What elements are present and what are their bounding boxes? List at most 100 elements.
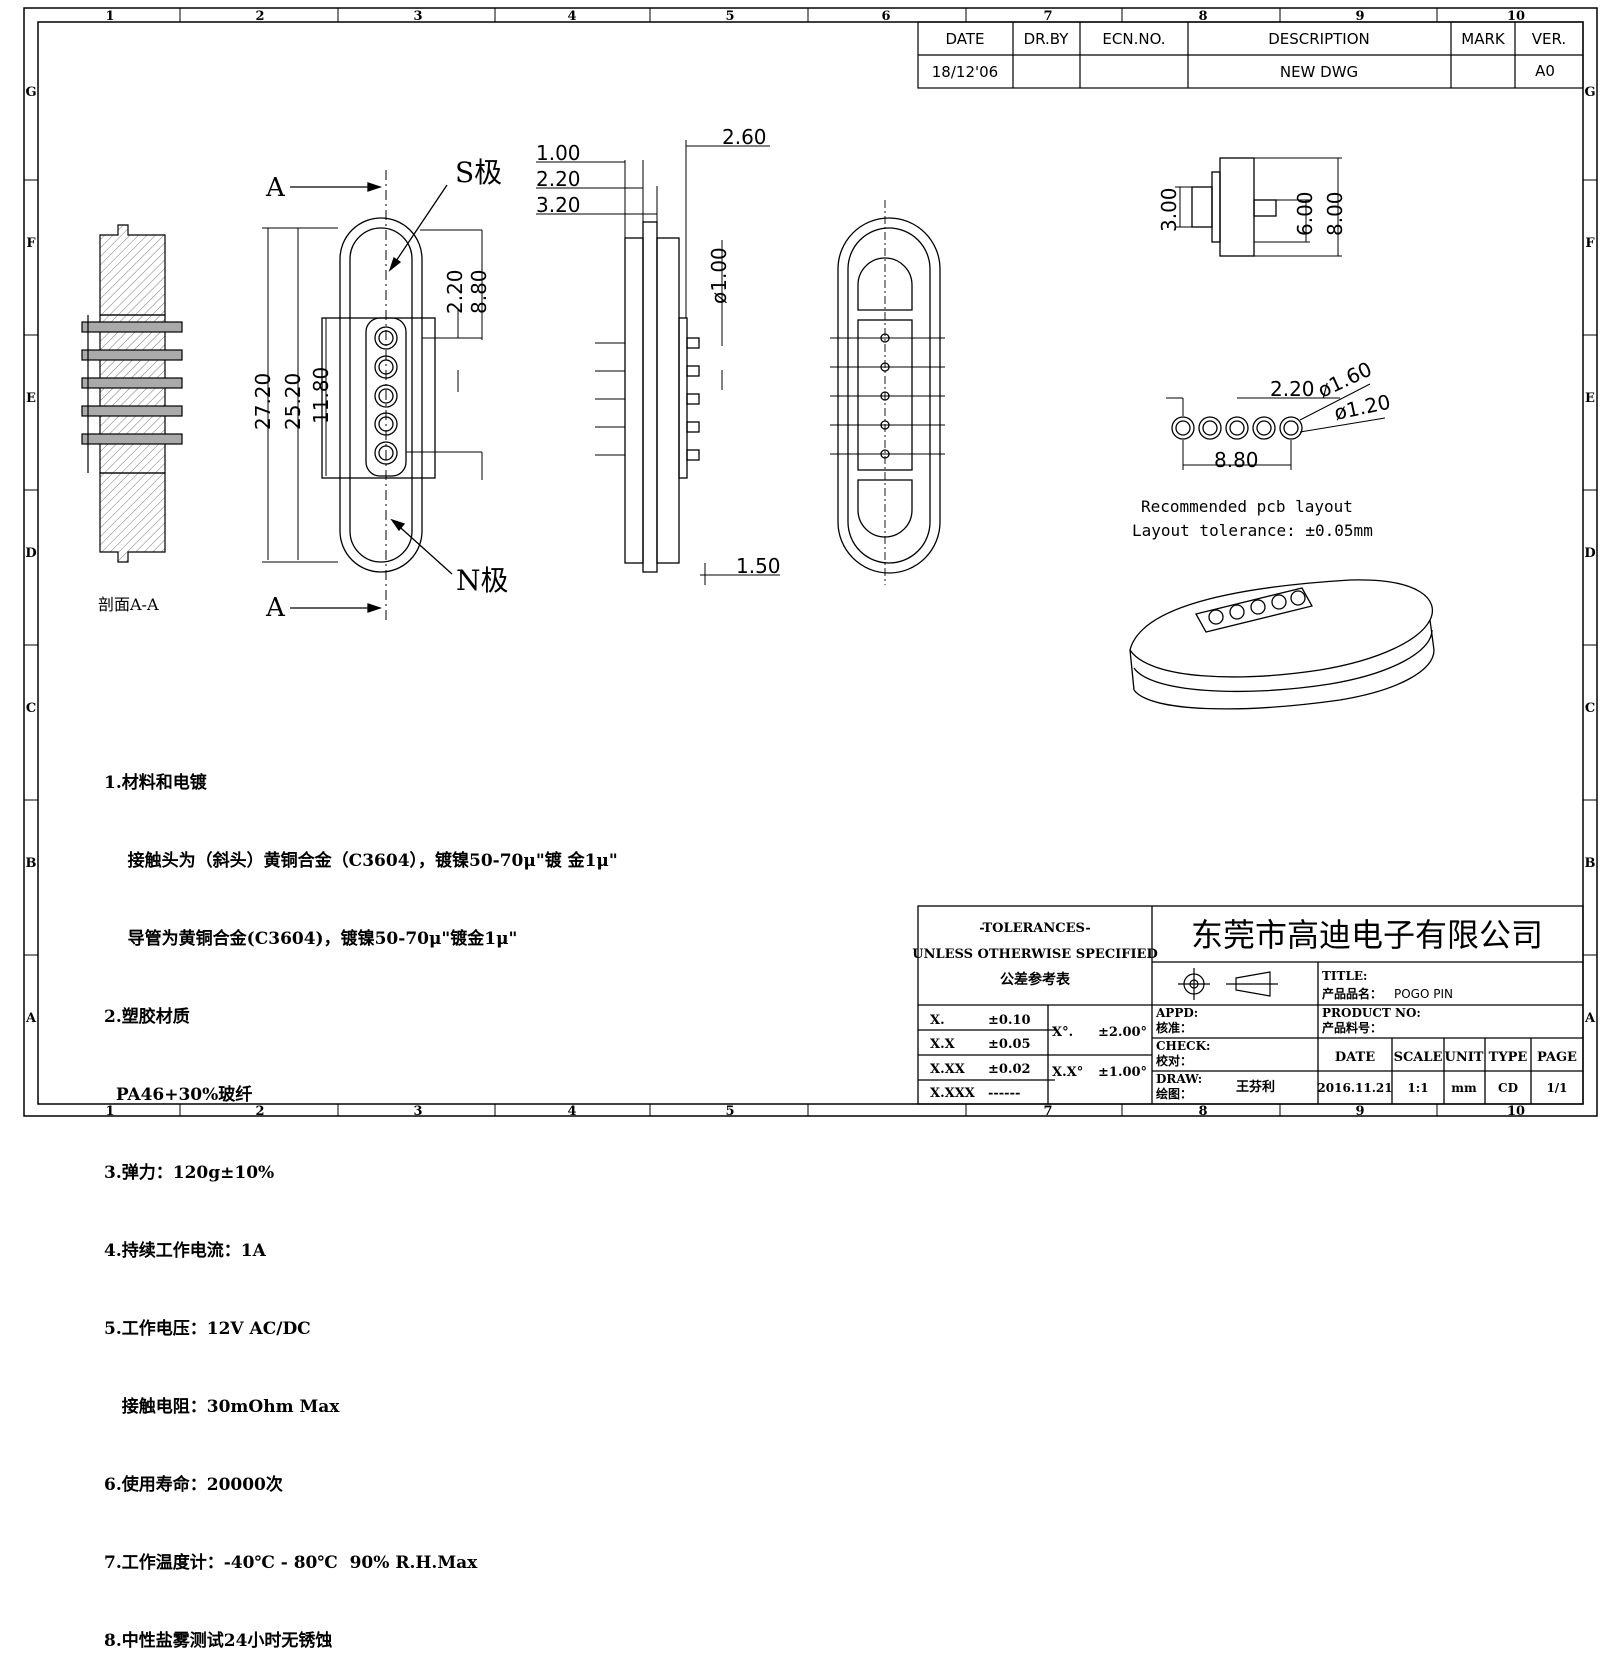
info-value-date: 2016.11.21 <box>1317 1081 1392 1095</box>
rev-header-drby: DR.BY <box>1024 30 1070 48</box>
note-line: 导管为黄铜合金(C3604)，镀镍50-70μ"镀金1μ" <box>104 929 518 949</box>
section-a-label-bottom: A <box>265 593 286 623</box>
section-view-caption: 剖面A-A <box>98 595 159 614</box>
row-label-left-a: A <box>25 1011 37 1026</box>
row-label-right-g: G <box>1584 85 1595 100</box>
tolerances-cn: 公差参考表 <box>1000 971 1071 988</box>
section-view-a-a <box>81 224 183 563</box>
revision-table <box>917 21 1584 89</box>
row-label-left-e: E <box>26 391 36 406</box>
info-value-type: CD <box>1498 1081 1518 1095</box>
info-header-type: TYPE <box>1489 1050 1528 1065</box>
section-a-label-top: A <box>265 173 286 203</box>
check-cn-label: 校对： <box>1156 1053 1192 1068</box>
ang-key-2: X.X° <box>1052 1065 1083 1080</box>
dim-1-50: 1.50 <box>736 554 781 578</box>
note-line: 4.持续工作电流：1A <box>104 1241 266 1261</box>
note-line: 接触电阻：30mOhm Max <box>104 1397 340 1417</box>
col-label-top-1: 1 <box>105 9 114 24</box>
rev-header-mark: MARK <box>1461 30 1506 48</box>
drawing-sheet: 1 2 3 4 5 6 7 8 9 10 1 2 3 4 5 7 8 9 10 … <box>23 7 1598 1119</box>
side-view <box>536 140 780 585</box>
rev-header-description: DESCRIPTION <box>1268 30 1370 48</box>
row-label-left-g: G <box>25 85 36 100</box>
row-label-right-c: C <box>1585 701 1595 716</box>
tol-key-xxxx: X.XXX <box>930 1086 976 1101</box>
col-label-bottom-10: 10 <box>1507 1104 1525 1119</box>
note-line: 6.使用寿命：20000次 <box>104 1475 283 1495</box>
tolerances-title: -TOLERANCES- <box>979 921 1091 936</box>
note-line: 5.工作电压：12V AC/DC <box>104 1319 311 1339</box>
pcb-layout-text: 2.20 ø1.60 ø1.20 8.80 Recommended pcb la… <box>1132 357 1393 540</box>
info-value-unit: mm <box>1451 1081 1477 1095</box>
col-label-top-9: 9 <box>1355 9 1364 24</box>
rev-date-value: 18/12'06 <box>932 63 998 81</box>
product-no-label: PRODUCT NO: <box>1322 1006 1421 1020</box>
row-label-left-f: F <box>26 236 36 251</box>
info-value-page: 1/1 <box>1546 1081 1567 1095</box>
dim-11-80: 11.80 <box>309 367 333 424</box>
note-line: 1.材料和电镀 <box>104 773 207 793</box>
dim-6-00: 6.00 <box>1293 191 1317 236</box>
isometric-view <box>1129 579 1435 710</box>
col-label-bottom-1: 1 <box>105 1104 114 1119</box>
pcb-layout <box>1166 383 1386 470</box>
revision-table-text: DATE DR.BY ECN.NO. DESCRIPTION MARK VER.… <box>932 30 1566 81</box>
check-label: CHECK: <box>1156 1039 1210 1053</box>
pin-detail-dims: 3.00 6.00 8.00 <box>1157 187 1347 236</box>
col-label-top-3: 3 <box>413 9 422 24</box>
dim-27-20: 27.20 <box>251 373 275 430</box>
dim-dia-1-00: ø1.00 <box>707 247 731 304</box>
note-line: PA46+30%玻纤 <box>104 1085 253 1105</box>
col-label-top-7: 7 <box>1043 9 1052 24</box>
rev-header-ecn: ECN.NO. <box>1102 30 1165 48</box>
draw-label: DRAW: <box>1156 1072 1202 1086</box>
dim-2-20-front: 2.20 <box>443 269 467 314</box>
dim-3-20: 3.20 <box>536 193 581 217</box>
projection-symbol <box>1178 968 1278 1000</box>
draw-cn-label: 绘图： <box>1156 1086 1192 1101</box>
tolerances-subtitle: UNLESS OTHERWISE SPECIFIED <box>912 947 1158 962</box>
col-label-top-6: 6 <box>881 9 890 24</box>
tol-val-x: ±0.10 <box>988 1013 1031 1028</box>
col-label-bottom-9: 9 <box>1355 1104 1364 1119</box>
dim-pcb-pitch: 2.20 <box>1270 377 1315 401</box>
dim-2-60: 2.60 <box>722 125 767 149</box>
drawer-name: 王芬利 <box>1236 1079 1275 1095</box>
tol-key-xx: X.X <box>930 1037 956 1052</box>
tol-val-xxx: ±0.02 <box>988 1062 1031 1077</box>
technical-notes: 1.材料和电镀 接触头为（斜头）黄铜合金（C3604），镀镍50-70μ"镀 金… <box>104 718 618 1680</box>
front-view-dims: 2.20 8.80 27.20 25.20 11.80 <box>251 269 491 430</box>
tol-val-xx: ±0.05 <box>988 1037 1031 1052</box>
tol-key-x: X. <box>930 1013 945 1028</box>
pcb-caption-2: Layout tolerance: ±0.05mm <box>1132 521 1373 540</box>
dim-pcb-span: 8.80 <box>1214 448 1259 472</box>
dim-1-00: 1.00 <box>536 141 581 165</box>
product-no-cn-label: 产品料号： <box>1322 1020 1382 1035</box>
col-label-top-5: 5 <box>725 9 734 24</box>
rev-header-date: DATE <box>945 30 984 48</box>
dim-8-00: 8.00 <box>1323 191 1347 236</box>
rev-description-value: NEW DWG <box>1280 63 1358 81</box>
col-label-top-4: 4 <box>567 9 576 24</box>
product-name-label: 产品品名： <box>1322 986 1382 1001</box>
ang-val-2: ±1.00° <box>1098 1065 1147 1080</box>
note-line: 8.中性盐雾测试24小时无锈蚀 <box>104 1631 333 1651</box>
appd-label: APPD: <box>1155 1006 1198 1020</box>
pin-detail-view <box>1175 157 1342 257</box>
dim-8-80-front: 8.80 <box>467 269 491 314</box>
border-labels: 1 2 3 4 5 6 7 8 9 10 1 2 3 4 5 7 8 9 10 … <box>25 9 1596 1119</box>
info-header-scale: SCALE <box>1394 1050 1443 1065</box>
rev-ver-value: A0 <box>1535 62 1555 80</box>
note-line: 7.工作温度计：-40℃ - 80℃ 90% R.H.Max <box>104 1553 478 1573</box>
info-value-scale: 1:1 <box>1407 1081 1428 1095</box>
rev-header-ver: VER. <box>1532 30 1566 48</box>
info-header-date: DATE <box>1335 1050 1375 1065</box>
border-zone-ticks <box>24 8 1597 1116</box>
product-name: POGO PIN <box>1394 987 1453 1001</box>
tol-key-xxx: X.XX <box>930 1062 966 1077</box>
s-pole-label: S极 <box>455 156 502 189</box>
dim-25-20: 25.20 <box>281 373 305 430</box>
front-view-text: A A S极 N极 <box>265 156 509 623</box>
n-pole-label: N极 <box>456 564 509 597</box>
